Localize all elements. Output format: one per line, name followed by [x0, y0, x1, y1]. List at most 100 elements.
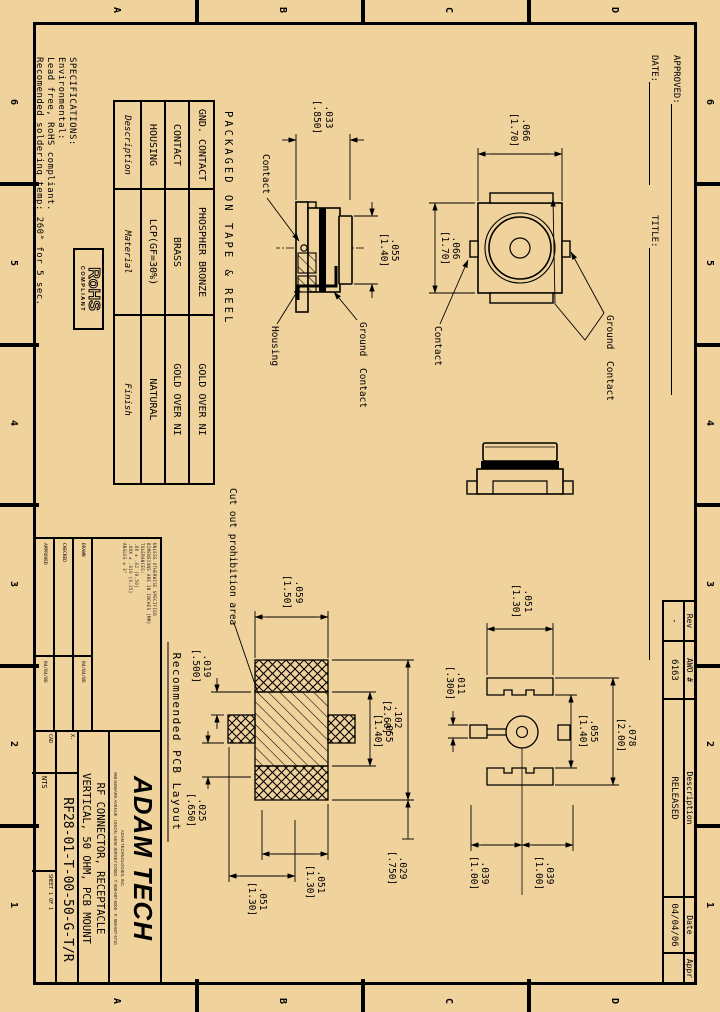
zone-letter: A	[111, 6, 122, 14]
zone-letter: A	[111, 997, 122, 1005]
dim-text: [2.00]	[615, 718, 626, 752]
zone-letter: C	[443, 6, 454, 14]
dim-text: [2.60]	[381, 700, 392, 734]
zone-tick	[697, 503, 720, 507]
zone-number: 6	[8, 98, 19, 106]
table-cell: LCP(GF=30%)	[140, 190, 164, 316]
dim-text: [1.30]	[246, 882, 257, 916]
zone-number: 6	[704, 98, 715, 106]
dim-text: [1.40]	[577, 714, 588, 748]
contact-label: Contact	[260, 154, 271, 194]
cad-cell: CAD	[32, 732, 55, 774]
awo-value: 6163	[664, 642, 683, 700]
drawing-title: RF CONNECTOR, RECEPTACLE VERTICAL, 50 OH…	[79, 732, 110, 985]
dim-text: [1.00]	[533, 856, 544, 890]
approved-label: APPROVED:	[671, 55, 681, 104]
top-view: .066 [1.70] .066 [1.70] Contact Ground C…	[429, 113, 615, 401]
dim-text: .051	[315, 871, 326, 894]
table-cell: BRASS	[164, 190, 188, 316]
table-cell: GOLD OVER NI	[188, 316, 213, 483]
description-value: RELEASED	[664, 700, 683, 898]
zone-letter: D	[609, 6, 620, 14]
land-pattern-view: .051 [1.30] .011 [.300] .055 [1.40] .078…	[444, 584, 637, 895]
dim-text: [1.70]	[508, 113, 519, 147]
dim-text: [1.00]	[468, 856, 479, 890]
approval-row-label: APPROVED	[34, 539, 53, 657]
dim-text: .039	[544, 862, 555, 885]
zone-letter: C	[443, 997, 454, 1005]
zone-tick	[697, 343, 720, 347]
zone-number: 4	[704, 419, 715, 427]
scale-mark-cell: X.	[57, 732, 77, 774]
approved-rule	[671, 103, 684, 395]
zone-tick	[697, 824, 720, 828]
company-address: ADAM TECHNOLOGIES, INC. 969 NEWARK AVENU…	[110, 732, 127, 985]
dim-text: .066	[450, 237, 461, 260]
approval-row-label: DRAWN	[74, 539, 91, 657]
spec-line: Recomended soldering temp: 260° for 5 se…	[34, 57, 44, 306]
pcb-layout-caption: Recommended PCB Layout	[170, 653, 183, 832]
cross-section-view: .033 [.850] .055 [1.40] Contact Housing …	[260, 100, 400, 408]
tol-line: TOLERANCES:	[140, 543, 145, 574]
tol-line: DIMENSIONS ARE IN INCHES [MM]	[146, 543, 151, 625]
dim-text: .051	[522, 590, 533, 613]
column-header: Finish	[122, 383, 133, 416]
zone-number: 3	[704, 580, 715, 588]
dim-text: .025	[196, 799, 207, 822]
title-block: ADAM TECH ADAM TECHNOLOGIES, INC. 969 NE…	[32, 730, 162, 985]
zone-tick	[0, 503, 39, 507]
dim-text: [.300]	[444, 666, 455, 700]
table-cell: PHOSPHER BRONZE	[188, 190, 213, 316]
dim-text: .078	[626, 724, 637, 747]
zone-letter: B	[277, 997, 288, 1005]
contact-label: Contact	[432, 326, 443, 366]
tol-line: ANGLES ± 3°	[122, 543, 127, 574]
zone-tick	[0, 343, 39, 347]
scale-cell: NTS	[32, 774, 55, 872]
address-line: 969 NEWARK AVENUE · UNION, NEW JERSEY 07…	[113, 772, 118, 945]
table-cell: HOUSING	[140, 102, 164, 190]
dim-text: .019	[201, 655, 212, 678]
dim-text: .051	[257, 888, 268, 911]
ground-contact-label: Ground Contact	[357, 322, 368, 408]
rohs-compliant-text: COMPLIANT	[79, 265, 85, 313]
title-line: RF CONNECTOR, RECEPTACLE	[94, 782, 106, 935]
dim-text: .039	[479, 862, 490, 885]
dim-text: [.650]	[185, 793, 196, 827]
zone-letter: B	[277, 6, 288, 14]
column-header: Description	[115, 102, 140, 190]
rev-value: -	[664, 602, 683, 642]
column-header: Material	[115, 190, 140, 316]
date-label: DATE:	[649, 55, 659, 83]
address-line: ADAM TECHNOLOGIES, INC.	[120, 829, 125, 888]
dim-text: [.750]	[386, 851, 397, 885]
zone-number: 2	[704, 740, 715, 748]
approval-row-value: 04/04/06	[80, 661, 85, 683]
zone-number: 5	[8, 259, 19, 267]
awo-header: AWO #	[683, 642, 695, 700]
profile-view	[466, 442, 574, 495]
dim-text: .029	[397, 857, 408, 880]
zone-number: 1	[704, 901, 715, 909]
sheet-cell: SHEET 1 OF 1	[47, 874, 53, 911]
description-header: Description	[683, 700, 695, 898]
specifications-note: SPECIFICATIONS: Environmental: Lead free…	[33, 57, 77, 306]
dim-text: [1.50]	[281, 575, 292, 609]
zone-number: 3	[8, 580, 19, 588]
zone-number: 2	[8, 740, 19, 748]
dim-text: [1.30]	[304, 865, 315, 899]
approval-row-label: CHECKED	[55, 539, 72, 657]
dim-text: .055	[588, 720, 599, 743]
ground-contact-label: Ground Contact	[604, 315, 615, 401]
date-rule	[649, 82, 662, 185]
dim-text: [.500]	[190, 649, 201, 683]
dim-text: [1.30]	[510, 584, 521, 618]
parts-table: GND. CONTACT PHOSPHER BRONZE GOLD OVER N…	[113, 100, 215, 485]
zone-tick	[195, 0, 199, 22]
dim-text: .059	[293, 581, 304, 604]
dim-text: [1.40]	[378, 233, 389, 267]
appr-header: Appr	[683, 954, 695, 983]
cutout-note: Cut out prohibition area	[227, 488, 238, 625]
title-label: TITLE:	[649, 215, 659, 248]
approval-row-value	[55, 657, 72, 730]
